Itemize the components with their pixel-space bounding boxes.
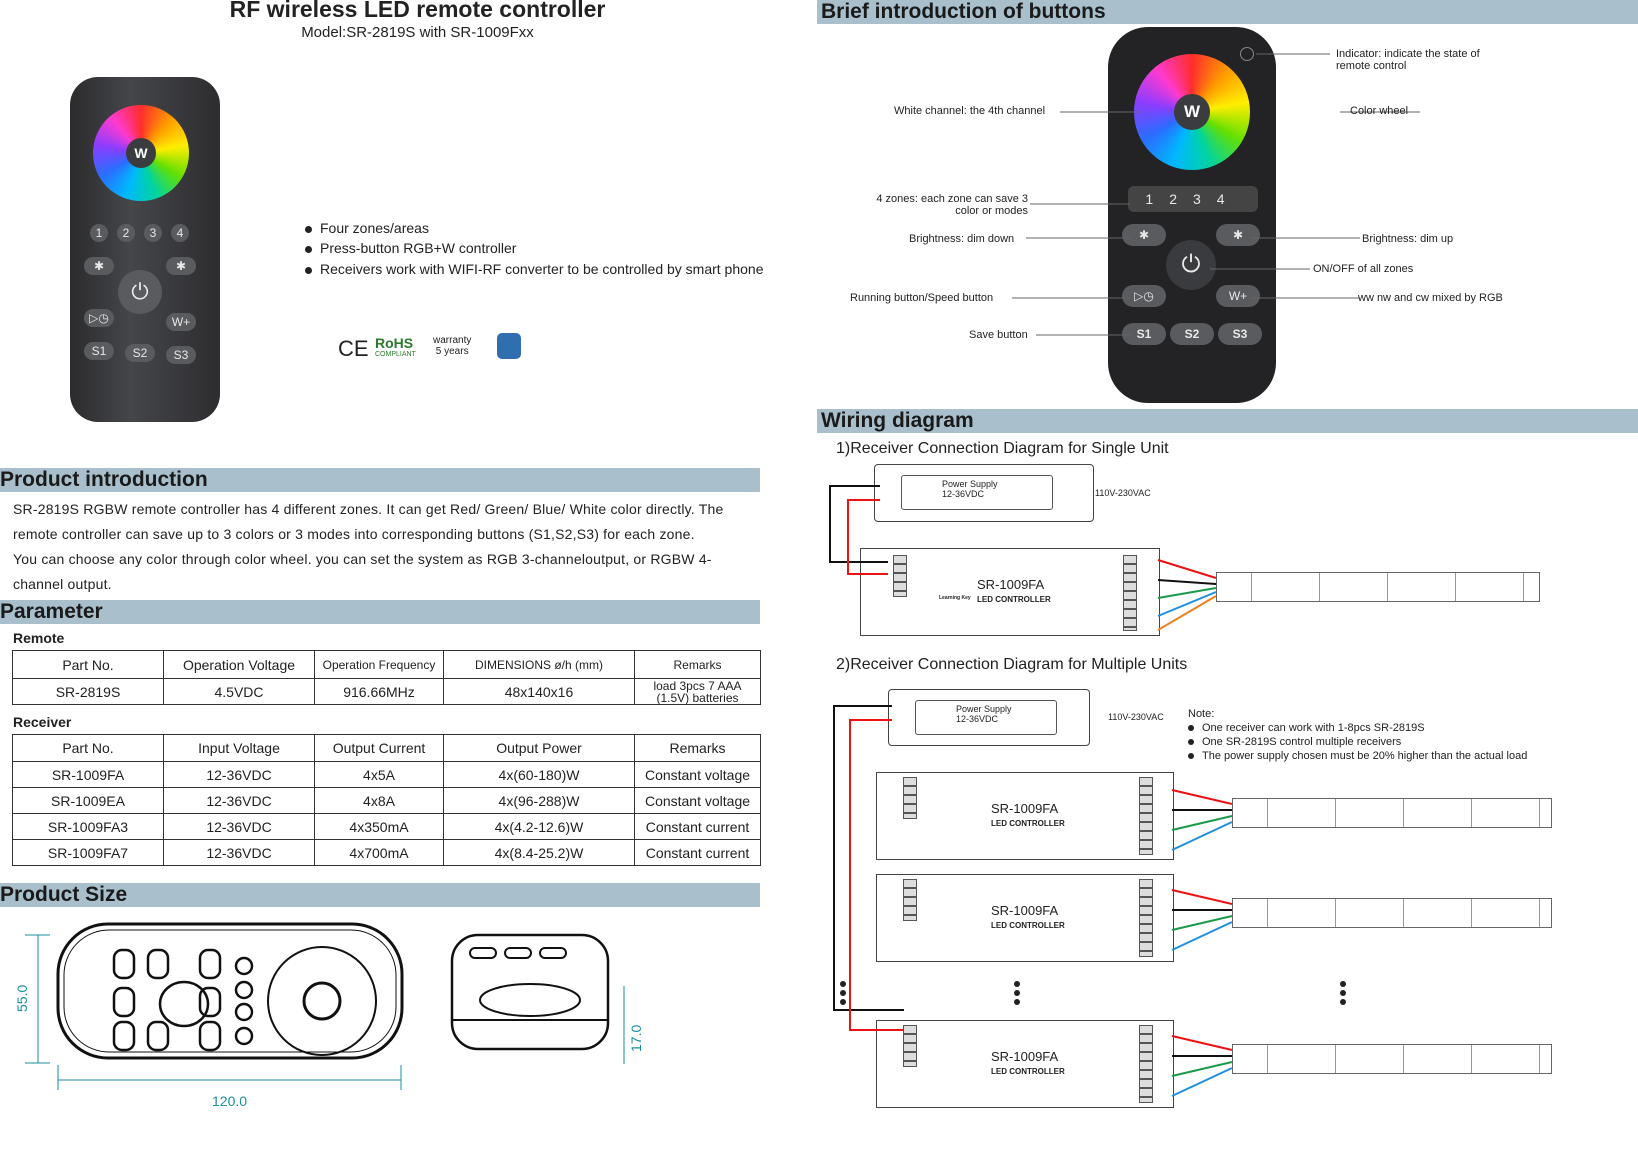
dim-down-icon: ✱	[1122, 224, 1166, 246]
w-plus-button: W+	[166, 313, 196, 331]
zone-2-button: 2	[117, 224, 135, 242]
s2-button: S2	[1170, 323, 1214, 345]
annotation-onoff: ON/OFF of all zones	[1313, 263, 1414, 275]
ce-logo: CE	[338, 336, 369, 361]
section-buttons-header: Brief introduction of buttons	[817, 0, 1638, 24]
zone-4-button: 4	[171, 224, 189, 242]
power-icon: ⏻	[1166, 240, 1216, 290]
s2-button: S2	[125, 344, 155, 362]
size-depth-label: 17.0	[628, 1024, 644, 1052]
feature-item: Receivers work with WIFI-RF converter to…	[305, 261, 764, 277]
led-controller: SR-1009FA LED CONTROLLER Learning Key	[860, 548, 1160, 636]
s3-button: S3	[166, 346, 196, 364]
annotation-wwcw: ww nw and cw mixed by RGB	[1358, 292, 1503, 304]
power-icon: ⏻	[118, 270, 162, 314]
annotation-lines	[1012, 53, 1420, 336]
color-wheel-icon: W	[1134, 54, 1250, 170]
s3-button: S3	[1218, 323, 1262, 345]
annotation-save: Save button	[969, 329, 1028, 341]
model-subtitle: Model:SR-2819S with SR-1009Fxx	[301, 24, 534, 41]
feature-item: Press-button RGB+W controller	[305, 240, 516, 256]
led-strip	[1216, 572, 1540, 602]
color-wheel-icon: W	[93, 105, 189, 201]
product-introduction-text: SR-2819S RGBW remote controller has 4 di…	[13, 501, 724, 592]
dim-up-icon: ✱	[1216, 224, 1260, 246]
certification-seal	[497, 333, 521, 359]
ac-input-label: 110V-230VAC	[1108, 712, 1164, 722]
size-height-label: 55.0	[14, 984, 30, 1012]
w-plus-button: W+	[1216, 285, 1260, 307]
remote-table: Part No. Operation Voltage Operation Fre…	[12, 650, 761, 705]
ac-input-label: 110V-230VAC	[1095, 488, 1151, 498]
run-speed-icon: ▷◷	[1122, 285, 1166, 307]
wiring-lines	[829, 485, 1233, 1097]
receiver-table-label: Receiver	[13, 714, 72, 730]
product-size-drawing	[25, 922, 625, 1090]
ellipsis-dots	[840, 978, 846, 1008]
page-title: RF wireless LED remote controller	[229, 0, 606, 22]
rohs-logo: RoHS COMPLIANT	[375, 335, 416, 358]
zone-1-button: 1	[90, 224, 108, 242]
led-strip	[1232, 898, 1552, 928]
indicator-icon	[1240, 47, 1254, 61]
led-strip	[1232, 1044, 1552, 1074]
ellipsis-dots	[1340, 978, 1346, 1008]
annotation-dimdown: Brightness: dim down	[909, 233, 1015, 245]
diagram1-title: 1)Receiver Connection Diagram for Single…	[836, 440, 1169, 457]
zone-3-button: 3	[144, 224, 162, 242]
led-strip	[1232, 798, 1552, 828]
diagram2-title: 2)Receiver Connection Diagram for Multip…	[836, 656, 1188, 673]
section-size-header: Product Size	[0, 883, 760, 907]
zones-row: 1234	[1128, 186, 1258, 212]
size-width-label: 120.0	[212, 1093, 248, 1109]
s1-button: S1	[84, 342, 114, 360]
remote-diagram: W 1234 ✱ ✱ ⏻ ▷◷ W+ S1 S2 S3	[1108, 27, 1276, 403]
run-speed-icon: ▷◷	[84, 309, 114, 327]
annotation-white: White channel: the 4th channel	[894, 105, 1046, 117]
annotation-zones: 4 zones: each zone can save 3 color or m…	[876, 193, 1028, 217]
wiring-notes: Note: One receiver can work with 1-8pcs …	[1188, 708, 1528, 762]
dim-up-icon: ✱	[166, 257, 196, 275]
section-product-header: Product introduction	[0, 468, 760, 492]
annotation-wheel: Color wheel	[1350, 105, 1409, 117]
remote-photo: W 1 2 3 4 ✱ ✱ ⏻ ▷◷ W+ S1 S2 S3	[70, 77, 220, 422]
annotation-dimup: Brightness: dim up	[1362, 233, 1454, 245]
section-wiring-header: Wiring diagram	[817, 409, 1638, 433]
annotation-running: Running button/Speed button	[850, 292, 994, 304]
remote-table-label: Remote	[13, 630, 65, 646]
feature-item: Four zones/areas	[305, 220, 429, 236]
annotation-indicator: Indicator: indicate the state of remote …	[1336, 48, 1480, 72]
section-parameter-header: Parameter	[0, 600, 760, 624]
ellipsis-dots	[1014, 978, 1020, 1008]
dim-down-icon: ✱	[84, 257, 114, 275]
s1-button: S1	[1122, 323, 1166, 345]
